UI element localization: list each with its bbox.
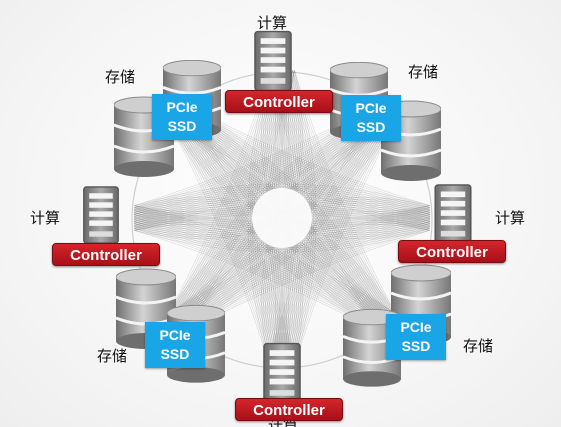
mesh-curve — [278, 110, 385, 367]
compute-right-label: 计算 — [495, 209, 526, 227]
storage-top-left-label: 存储 — [105, 68, 136, 86]
mesh-curve — [168, 122, 270, 366]
mesh-curve — [173, 117, 278, 366]
mesh-curve — [292, 120, 395, 366]
mesh-curve — [170, 119, 274, 366]
storage-bottom-right-label: 存储 — [463, 337, 494, 355]
mesh-curve — [176, 113, 283, 367]
pcie-ssd-bottom-left: PCIe SSD — [145, 322, 205, 368]
mesh-curve — [168, 205, 430, 314]
mesh-curve — [134, 185, 430, 208]
mesh-curve — [179, 110, 286, 367]
mesh-curve — [133, 214, 390, 321]
compute-bottom-label: 计算 — [268, 417, 299, 427]
pcie-ssd-bottom-left-line1: PCIe — [159, 327, 191, 343]
mesh-curve — [134, 208, 393, 317]
mesh-curve — [133, 219, 386, 325]
pcie-ssd-top-left: PCIe SSD — [152, 94, 212, 140]
mesh-curve — [180, 109, 288, 366]
mesh-curve — [134, 122, 396, 231]
compute-top-label: 计算 — [257, 14, 288, 32]
mesh-curve — [134, 210, 392, 318]
controller-left-badge: Controller — [52, 243, 160, 266]
mesh-curve — [173, 212, 430, 320]
compute-left-label: 计算 — [30, 209, 61, 227]
mesh-curve — [281, 113, 388, 367]
mesh-curve — [133, 217, 387, 324]
pcie-ssd-top-right: PCIe SSD — [341, 95, 401, 141]
mesh-curve — [294, 122, 396, 366]
controller-right-badge: Controller — [398, 240, 506, 263]
compute-left-server-icon — [83, 186, 119, 244]
mesh-curve — [168, 122, 378, 332]
mesh-curve — [134, 183, 430, 206]
compute-bottom-server-icon — [263, 342, 301, 404]
mesh-curve — [134, 228, 430, 251]
pcie-ssd-bottom-right: PCIe SSD — [386, 314, 446, 360]
mesh-curve — [283, 114, 389, 367]
mesh-curve — [134, 222, 383, 327]
pcie-ssd-top-left-line1: PCIe — [166, 99, 198, 115]
mesh-curve — [134, 207, 395, 316]
mesh-curve — [171, 208, 430, 317]
mesh-curve — [172, 118, 276, 366]
controller-bottom-badge: Controller — [235, 398, 343, 421]
mesh-curve — [169, 120, 380, 331]
mesh-curve — [288, 118, 392, 366]
pcie-ssd-bottom-right-line2: SSD — [401, 338, 431, 354]
pcie-ssd-bottom-right-line1: PCIe — [400, 319, 432, 335]
mesh-curve — [134, 205, 396, 314]
controller-top-badge: Controller — [225, 90, 333, 113]
storage-top-right-label: 存储 — [408, 63, 439, 81]
mesh-curve — [175, 215, 431, 322]
mesh-curve — [279, 111, 386, 367]
mesh-curve — [174, 214, 431, 321]
mesh-curve — [134, 212, 391, 320]
mesh-curve — [134, 230, 430, 253]
mesh-curve — [174, 115, 279, 367]
mesh-curve — [290, 119, 394, 366]
storage-bottom-left-label: 存储 — [97, 347, 128, 365]
pcie-ssd-bottom-left-line2: SSD — [160, 346, 190, 362]
mesh-curve — [169, 207, 430, 316]
pcie-ssd-top-right-line1: PCIe — [355, 100, 387, 116]
pcie-ssd-top-left-line2: SSD — [167, 118, 197, 134]
mesh-curve — [175, 114, 281, 367]
mesh-curve — [172, 210, 430, 318]
mesh-curve — [169, 120, 272, 366]
compute-right-server-icon — [434, 184, 472, 244]
pcie-ssd-top-right-line2: SSD — [356, 119, 386, 135]
mesh-curve — [286, 117, 391, 366]
mesh-curve — [168, 122, 430, 231]
mesh-curve — [285, 115, 390, 367]
compute-top-server-icon — [254, 30, 292, 92]
mesh-curve — [178, 111, 285, 367]
mesh-curve — [133, 215, 389, 322]
mesh-curve — [133, 221, 385, 326]
